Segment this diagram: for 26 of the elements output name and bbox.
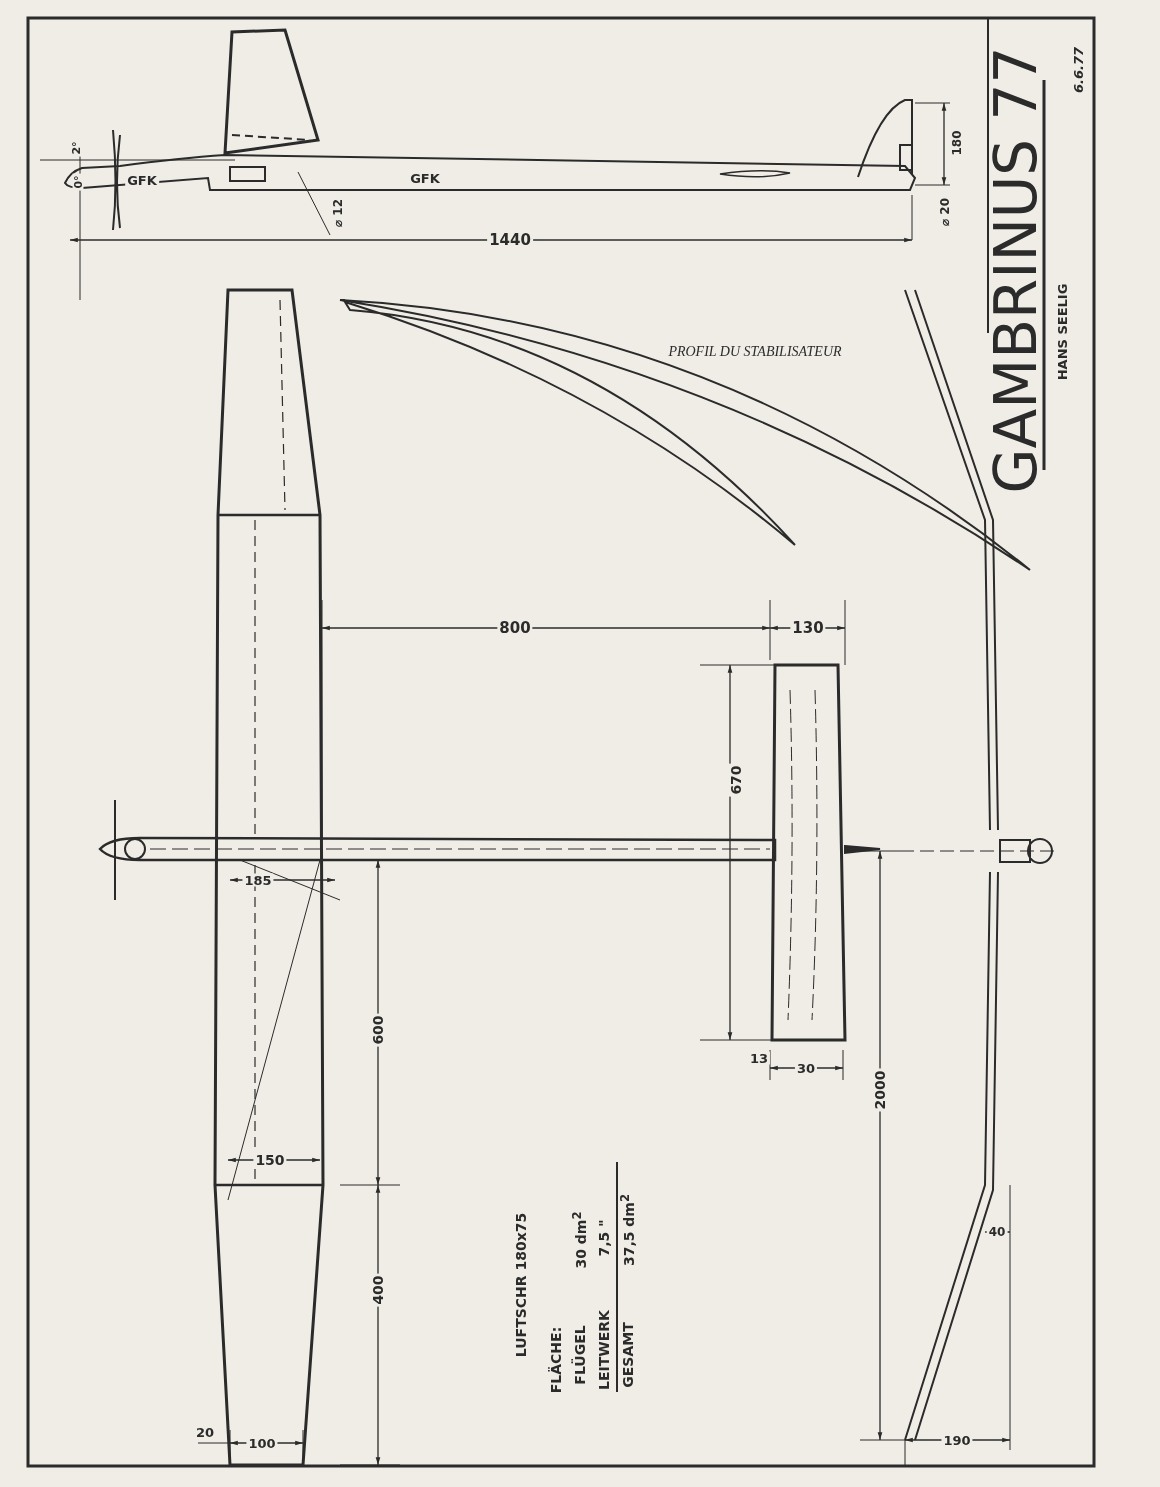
view-title: PROFIL DU STABILISATEUR (667, 345, 843, 359)
material-label: GFK (125, 173, 159, 187)
dimension-label: 130 (790, 620, 826, 636)
dimension-label: 670 (729, 763, 743, 797)
dimension-label: 185 (242, 873, 274, 887)
title: GAMBRINUS 77 (987, 45, 1045, 496)
date-signature: 6.6.77 (1071, 44, 1085, 96)
dimension-label: 30 (794, 1061, 818, 1075)
dimension-label: 1440 (487, 232, 533, 248)
table-text: GESAMT (621, 1320, 635, 1390)
dimension-label: 150 (253, 1153, 287, 1167)
angle-label: 0° (72, 173, 84, 191)
material-label: GFK (408, 171, 442, 185)
dimension-label: 190 (941, 1433, 973, 1447)
dimension-label: 600 (371, 1013, 385, 1047)
dimension-label: 2000 (873, 1068, 887, 1112)
table-text: 7,5 " (597, 1217, 611, 1259)
table-text: LEITWERK (597, 1308, 611, 1392)
dimension-label: 800 (497, 620, 533, 636)
dimension-label: ⌀ 20 (939, 195, 951, 229)
dimension-label: 180 (951, 128, 963, 158)
dimension-label: 400 (371, 1273, 385, 1307)
table-text: FLÜGEL (573, 1323, 587, 1387)
dimension-label: 40 (986, 1226, 1008, 1238)
dimension-label: 100 (246, 1436, 278, 1450)
angle-label: 2° (70, 139, 82, 157)
